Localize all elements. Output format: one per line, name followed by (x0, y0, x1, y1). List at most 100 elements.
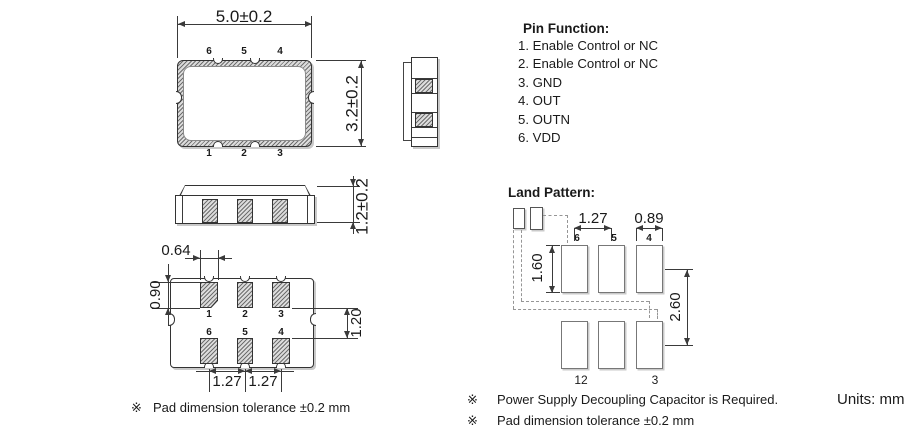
pin-function-item: 6. VDD (518, 130, 561, 146)
ext-line (317, 186, 360, 187)
bottom-pad-5 (237, 338, 253, 364)
castellation-notch (250, 141, 260, 147)
dim-line-height (361, 61, 362, 146)
arrowhead (218, 255, 225, 261)
arrowhead (684, 338, 690, 345)
pin-number: 12 (574, 373, 588, 387)
front-edge-line (307, 196, 308, 223)
arrowhead (549, 246, 555, 253)
dim-line-width (177, 24, 312, 25)
bottom-pad-4 (272, 338, 290, 364)
dim-row-gap: 1.20 (348, 308, 365, 338)
ext-line (316, 146, 366, 147)
arrowhead (684, 270, 690, 277)
land-pad-1 (561, 321, 588, 369)
note-pad-tolerance-left: ※Pad dimension tolerance ±0.2 mm (131, 400, 350, 416)
side-seam-line (412, 112, 437, 113)
note-text: Power Supply Decoupling Capacitor is Req… (497, 392, 779, 407)
dim-line (636, 228, 662, 229)
ext-line (665, 269, 693, 270)
dim-line (353, 176, 354, 234)
pin-function-item: 4. OUT (518, 93, 561, 109)
side-body (411, 57, 438, 147)
arrowhead (350, 179, 356, 186)
dim-line (687, 269, 688, 345)
dim-line (552, 245, 553, 293)
side-castellation-pad (415, 79, 433, 93)
ext-line (292, 338, 358, 339)
dim-thickness: 1.2±0.2 (352, 178, 372, 235)
pin-number: 1 (206, 148, 212, 159)
front-pad (202, 199, 218, 223)
ext-line (665, 345, 693, 346)
land-pattern-title: Land Pattern: (508, 185, 596, 200)
pin-number: 6 (206, 46, 212, 57)
pin-function-title: Pin Function: (523, 21, 610, 36)
ext-line (546, 245, 560, 246)
front-edge-line (182, 196, 183, 223)
pin-function-item: 5. OUTN (518, 111, 571, 127)
arrowhead (358, 61, 364, 68)
routing-dashed-line (657, 309, 658, 319)
pin-function-item: 2. Enable Control or NC (518, 56, 659, 72)
routing-dashed-line (567, 215, 568, 243)
pin-number: 2 (242, 309, 248, 320)
pin-number: 4 (278, 327, 284, 338)
bottom-pad-3 (272, 282, 290, 308)
dim-land-pad-height: 1.60 (529, 253, 546, 283)
pin-number: 4 (646, 233, 652, 244)
pin-number: 3 (651, 373, 659, 387)
arrowhead (209, 368, 216, 374)
ext-line (177, 16, 178, 58)
side-castellation-pad (415, 113, 433, 127)
units-label: Units: mm (837, 391, 905, 408)
land-pad-3 (636, 321, 663, 369)
dim-pitch-b: 1.27 (248, 373, 278, 390)
dim-line (168, 264, 169, 326)
arrowhead (350, 222, 356, 229)
dim-pad-height: 0.90 (147, 280, 164, 310)
side-seam-line (412, 127, 437, 128)
arrowhead (178, 21, 185, 27)
pin-number: 3 (278, 309, 284, 320)
dim-pitch-a: 1.27 (212, 373, 242, 390)
arrowhead (274, 368, 281, 374)
arrowhead (344, 308, 350, 315)
arrowhead (604, 225, 611, 231)
castellation-notch (250, 58, 260, 64)
side-seam-line (412, 78, 437, 79)
castellation-notch (204, 276, 214, 282)
dim-pad-width: 0.64 (161, 242, 191, 259)
arrowhead (636, 225, 643, 231)
arrowhead (549, 286, 555, 293)
arrowhead (655, 225, 662, 231)
note-pad-tolerance-right: ※Pad dimension tolerance ±0.2 mm (467, 413, 694, 429)
pin-function-item: 1. Enable Control or NC (518, 38, 659, 53)
arrowhead (358, 139, 364, 146)
ext-line (200, 250, 201, 280)
dim-line (185, 258, 232, 259)
routing-dashed-line (543, 215, 568, 216)
land-pad-6 (561, 245, 588, 293)
ext-line (281, 369, 282, 392)
arrowhead (238, 368, 245, 374)
routing-dashed-line (513, 230, 514, 309)
castellation-notch (240, 276, 250, 282)
arrowhead (165, 275, 171, 282)
reference-mark: ※ (131, 400, 142, 415)
land-pad-5 (598, 245, 625, 293)
pin-function-list: 1. Enable Control or NC 2. Enable Contro… (518, 37, 658, 147)
routing-dashed-line (513, 309, 657, 310)
dim-land-row-pitch: 2.60 (667, 292, 684, 322)
pin-number: 5 (242, 327, 248, 338)
bottom-pad-1 (200, 282, 218, 308)
pin-number: 1 (206, 309, 212, 320)
ext-line (292, 308, 358, 309)
pin-number: 6 (206, 327, 212, 338)
front-pad (237, 199, 253, 223)
ext-line (611, 228, 612, 241)
front-pad (272, 199, 288, 223)
ext-line (218, 250, 219, 280)
ext-line (574, 228, 575, 241)
arrowhead (305, 21, 312, 27)
